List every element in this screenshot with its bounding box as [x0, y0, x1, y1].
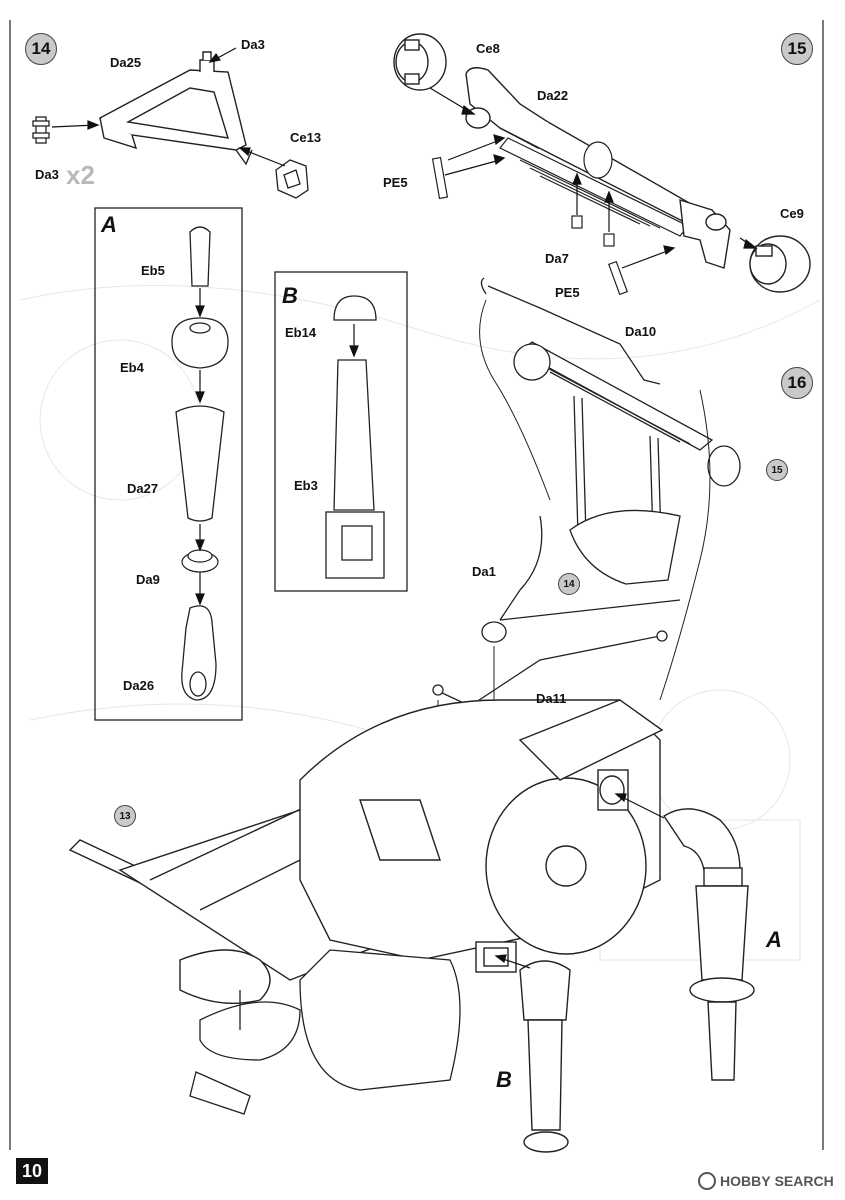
label-eb4: Eb4 — [120, 360, 144, 375]
inset-a-box — [94, 207, 243, 721]
part-da7-clips — [571, 215, 615, 247]
assembly-arrows-14 — [51, 47, 286, 167]
ref-step-14: 14 — [558, 573, 580, 595]
label-da1: Da1 — [472, 564, 496, 579]
part-ce13 — [275, 159, 309, 199]
watermark-logo-icon — [698, 1172, 716, 1190]
part-da22-end — [679, 199, 731, 269]
label-da11: Da11 — [536, 691, 567, 706]
label-da3-left: Da3 — [35, 167, 59, 182]
inset-b-letter: B — [282, 283, 298, 308]
assembly-arrows-a — [195, 288, 205, 606]
label-eb14: Eb14 — [285, 325, 317, 340]
watermark: HOBBY SEARCH — [698, 1172, 834, 1190]
part-eb4 — [171, 317, 229, 369]
watermark-brand: HOBBY — [720, 1173, 771, 1189]
label-da7: Da7 — [545, 251, 569, 266]
assembly-arrow-b — [349, 324, 359, 358]
part-da26 — [181, 605, 217, 701]
placed-b-letter: B — [496, 1067, 512, 1092]
label-pe5-top: PE5 — [383, 175, 408, 190]
label-eb5: Eb5 — [141, 263, 165, 278]
label-da22: Da22 — [537, 88, 569, 103]
assembly-arrows-15 — [429, 87, 758, 269]
watermark-word: SEARCH — [774, 1173, 834, 1189]
label-da3-top: Da3 — [241, 37, 265, 52]
axle-assembly-16 — [513, 341, 741, 585]
placed-a-letter: A — [766, 927, 782, 952]
ref-step-13: 13 — [114, 805, 136, 827]
step-16-badge: 16 — [781, 367, 813, 399]
label-da9: Da9 — [136, 572, 160, 587]
page-number: 10 — [16, 1158, 48, 1184]
label-eb3: Eb3 — [294, 478, 318, 493]
part-da25 — [98, 51, 253, 166]
part-eb5 — [189, 226, 211, 287]
part-ce8-drum — [393, 33, 447, 91]
part-eb14 — [333, 295, 377, 321]
part-da1-rod — [481, 515, 681, 643]
part-da27 — [175, 405, 225, 522]
inset-a-letter: A — [101, 212, 117, 237]
quantity-badge: x2 — [66, 160, 95, 190]
label-ce9: Ce9 — [780, 206, 804, 221]
ref-step-15: 15 — [766, 459, 788, 481]
engine-block — [299, 699, 664, 973]
subassembly-a-placed — [663, 808, 755, 1081]
inset-b-box — [274, 271, 408, 592]
pedal-assembly — [189, 990, 301, 1115]
step-15-badge: 15 — [781, 33, 813, 65]
part-da3-left — [32, 116, 50, 144]
label-da26: Da26 — [123, 678, 155, 693]
part-da11-rod — [432, 630, 668, 707]
part-da10-rod — [480, 277, 661, 385]
part-pe5-links — [431, 156, 629, 296]
sump-pan — [299, 949, 461, 1091]
label-da25: Da25 — [110, 55, 142, 70]
label-da10: Da10 — [625, 324, 657, 339]
label-ce8: Ce8 — [476, 41, 500, 56]
label-pe5-bottom: PE5 — [555, 285, 580, 300]
part-eb3 — [325, 359, 385, 579]
assembly-arrows-main — [494, 793, 665, 969]
subassembly-b-placed — [519, 960, 571, 1153]
label-da27: Da27 — [127, 481, 159, 496]
part-ce9-drum — [749, 235, 811, 293]
label-ce13: Ce13 — [290, 130, 322, 145]
part-da22-axle — [465, 67, 714, 231]
step-14-badge: 14 — [25, 33, 57, 65]
part-da9 — [181, 549, 219, 573]
